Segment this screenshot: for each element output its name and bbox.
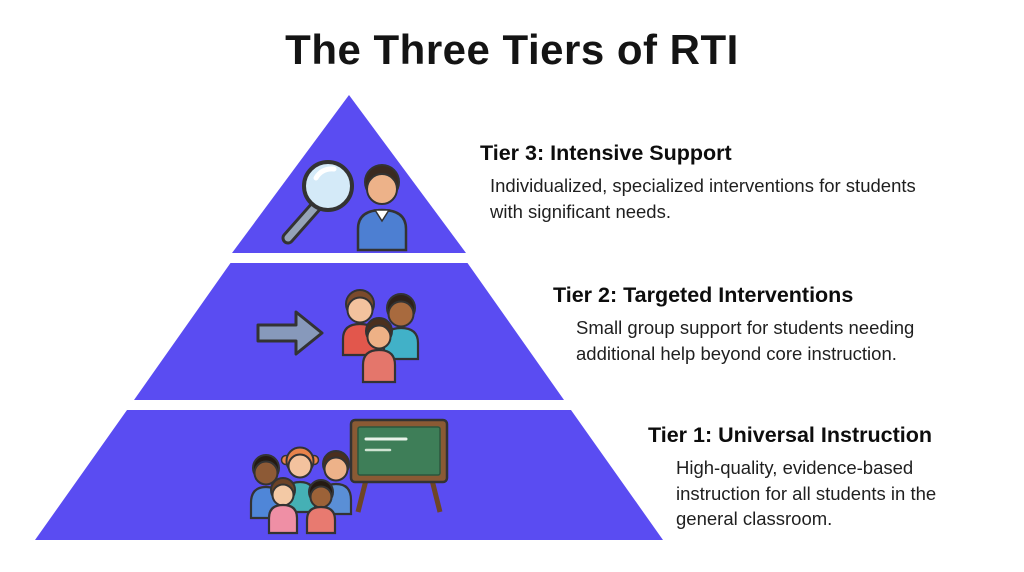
tier-1-text-block: Tier 1: Universal Instruction High-quali… [648, 423, 993, 532]
tier-1-description: High-quality, evidence-based instruction… [676, 457, 937, 530]
magnifier-student-icon [281, 160, 408, 252]
tier-2-description: Small group support for students needing… [576, 317, 915, 364]
classroom-icon [249, 418, 449, 535]
tier-1-heading: Tier 1: Universal Instruction [648, 423, 932, 447]
tier-3-description: Individualized, specialized intervention… [490, 175, 916, 222]
tier-2-text-block: Tier 2: Targeted Interventions Small gro… [553, 283, 953, 366]
tier-3-text-block: Tier 3: Intensive Support Individualized… [480, 141, 940, 224]
arrow-group-icon [256, 289, 420, 384]
pyramid-tier-1-shape [35, 410, 663, 540]
tier-2-heading: Tier 2: Targeted Interventions [553, 283, 854, 307]
page-title: The Three Tiers of RTI [285, 26, 739, 73]
tier-3-heading: Tier 3: Intensive Support [480, 141, 732, 165]
